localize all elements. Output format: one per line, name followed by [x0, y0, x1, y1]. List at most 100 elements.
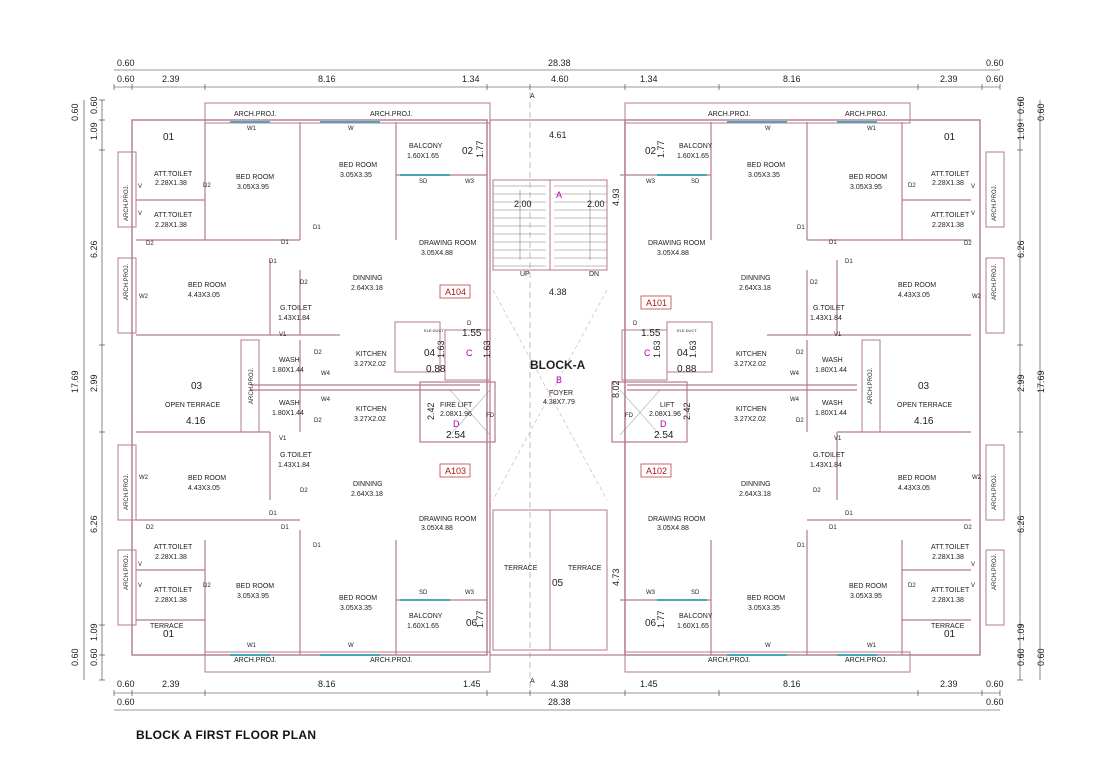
- dim-balcony: 1.77: [656, 610, 666, 628]
- duct-shaft: [394, 321, 441, 373]
- bed-room-size: 3.05X3.95: [850, 184, 882, 191]
- room-number-06: 06: [466, 618, 478, 629]
- arch-proj-label: ARCH.PROJ.: [845, 111, 887, 118]
- dinning-label: DINNING: [353, 481, 383, 488]
- balcony-label: BALCONY: [409, 613, 443, 620]
- terrace-label: TERRACE: [931, 623, 965, 630]
- door-d2: D2: [146, 241, 154, 247]
- foyer-diagonal: [492, 289, 608, 501]
- shaft-number: 04: [424, 348, 436, 359]
- door-d1: D1: [829, 240, 837, 246]
- dim-lift-v: 2.42: [426, 402, 436, 420]
- dim-balcony: 1.77: [656, 140, 666, 158]
- arch-projection: [117, 549, 137, 626]
- dim-left-total: 17.69: [70, 370, 80, 393]
- unit-tag-box: [640, 463, 672, 478]
- bed-room-size: 4.43X3.05: [898, 485, 930, 492]
- dim-top-edge-right: 0.60: [986, 58, 1004, 68]
- bed-room-label: BED ROOM: [747, 162, 785, 169]
- window-w: W: [765, 126, 771, 132]
- dinning-size: 2.64X3.18: [351, 285, 383, 292]
- dim-corridor-top: 4.61: [549, 130, 567, 140]
- door-d2: D2: [203, 583, 211, 589]
- drawing-room-size: 3.05X4.88: [657, 250, 689, 257]
- g-toilet-size: 1.43X1.84: [810, 315, 842, 322]
- bed-room-label: BED ROOM: [849, 174, 887, 181]
- arch-projection: [985, 549, 1005, 626]
- door-d1: D1: [313, 225, 321, 231]
- dim-bottom-edge-left2: 0.60: [117, 697, 135, 707]
- g-toilet-label: G.TOILET: [813, 452, 845, 459]
- dim-bottom-edge-right2: 0.60: [986, 697, 1004, 707]
- g-toilet-size: 1.43X1.84: [810, 462, 842, 469]
- open-terrace-size: 4.16: [914, 416, 934, 427]
- bed-room-size: 3.05X3.35: [748, 172, 780, 179]
- arch-projection: [204, 651, 491, 673]
- drawing-room-label: DRAWING ROOM: [648, 516, 705, 523]
- dim-right-seg: 1.09: [1016, 623, 1026, 641]
- door-d1: D1: [845, 259, 853, 265]
- att-toilet-size: 2.28X1.38: [155, 180, 187, 187]
- unit-a102-labels: 03 W4 KITCHEN 3.27X2.02 WASH 1.80X1.44 D…: [645, 381, 998, 664]
- room-number-01: 01: [163, 629, 175, 640]
- bed-room-size: 3.05X3.95: [237, 593, 269, 600]
- window-w3: W3: [646, 179, 656, 185]
- att-toilet-size: 2.28X1.38: [155, 554, 187, 561]
- vent-v1: V1: [834, 332, 842, 338]
- bottom-dimensions: 0.60 2.39 8.16 1.45 4.38 1.45 8.16 2.39 …: [117, 679, 1004, 707]
- arch-proj-vertical: ARCH.PROJ.: [124, 553, 130, 590]
- vent-v: V: [138, 184, 142, 190]
- lift-shaft: [611, 381, 688, 443]
- unit-a104-labels: ARCH.PROJ. ARCH.PROJ. W1 W 01 BALCONY 1.…: [124, 111, 485, 404]
- door-d2: D2: [964, 525, 972, 531]
- dim-left-seg: 0.60: [89, 96, 99, 114]
- bed-room-label: BED ROOM: [188, 475, 226, 482]
- right-dimensions: 17.69 0.60 0.60 1.09 6.26 2.99 6.26 1.09…: [1016, 96, 1046, 666]
- dim-balcony: 1.77: [475, 140, 485, 158]
- dim-top-seg: 2.39: [940, 74, 958, 84]
- dim-right-seg: 6.26: [1016, 515, 1026, 533]
- drawing-room-label: DRAWING ROOM: [648, 240, 705, 247]
- fire-door-mark: FD: [486, 413, 495, 419]
- dim-core: 1.55: [462, 328, 482, 339]
- sliding-door: SD: [691, 590, 700, 596]
- lift-size: 2.08X1.96: [440, 411, 472, 418]
- fire-door-mark: FD: [625, 413, 634, 419]
- bed-room-label: BED ROOM: [339, 162, 377, 169]
- plan-linework: [83, 69, 1041, 711]
- window-w3: W3: [465, 590, 475, 596]
- arch-proj-label: ARCH.PROJ.: [370, 111, 412, 118]
- door-d1: D1: [797, 543, 805, 549]
- open-terrace-label: OPEN TERRACE: [165, 402, 220, 409]
- stair-up-label: UP: [520, 271, 530, 278]
- duct-label: ELE.DUCT: [677, 328, 697, 333]
- bed-room-label: BED ROOM: [898, 282, 936, 289]
- window-w4: W4: [321, 371, 331, 377]
- room-number-02: 02: [645, 146, 657, 157]
- door-d1: D1: [281, 525, 289, 531]
- window-w2: W2: [972, 475, 982, 481]
- bed-room-label: BED ROOM: [898, 475, 936, 482]
- dim-balcony: 1.77: [475, 610, 485, 628]
- vent-v: V: [138, 583, 142, 589]
- window-w: W: [348, 643, 354, 649]
- dim-left-seg: 6.26: [89, 240, 99, 258]
- att-toilet-size: 2.28X1.38: [155, 597, 187, 604]
- lift-core-right: ELE.DUCT D 1.55 1.63 1.63 04 C 0.88 LIFT…: [625, 321, 698, 441]
- window-w1: W1: [867, 643, 877, 649]
- wash-size: 1.80X1.44: [272, 410, 304, 417]
- sliding-door: SD: [691, 179, 700, 185]
- dim-lift: 2.54: [446, 430, 466, 441]
- bed-room-label: BED ROOM: [236, 583, 274, 590]
- att-toilet-size: 2.28X1.38: [932, 222, 964, 229]
- dim-right-seg: 0.60: [1036, 103, 1046, 121]
- dim-right-seg: 1.09: [1016, 122, 1026, 140]
- att-toilet-label: ATT.TOILET: [154, 544, 193, 551]
- dim-right-seg: 6.26: [1016, 240, 1026, 258]
- dim-top-seg: 1.34: [462, 74, 480, 84]
- terrace-number: 05: [552, 578, 564, 589]
- left-dimensions: 17.69 0.60 0.60 1.09 6.26 2.99 6.26 1.09…: [70, 96, 99, 666]
- wash-label: WASH: [279, 400, 300, 407]
- arch-projection: [985, 257, 1005, 334]
